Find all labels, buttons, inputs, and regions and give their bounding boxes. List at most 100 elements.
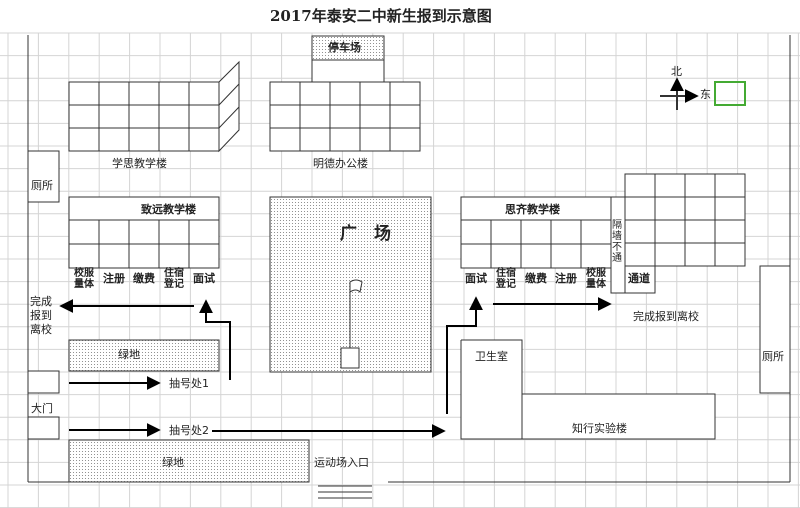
zhiyuan-building-label: 致远教学楼 [141, 203, 196, 216]
building-cell [654, 196, 686, 221]
mingde-building [269, 81, 421, 152]
building-cell [684, 196, 716, 221]
square-label: 广 场 [340, 224, 391, 244]
right-station: 校服量体 [586, 268, 606, 290]
building-cell [714, 219, 746, 244]
complete-right-label: 完成报到离校 [633, 310, 699, 323]
gate-box-top [27, 370, 60, 394]
flag [349, 279, 363, 294]
gate-box-bottom [27, 416, 60, 440]
greenland-bottom-label: 绿地 [162, 456, 184, 469]
building-cell [329, 81, 361, 106]
building-cell [68, 127, 100, 152]
building-cell [158, 243, 190, 269]
east-block [624, 173, 746, 267]
building-cell [158, 81, 190, 106]
building-cell [624, 196, 656, 221]
building-cell [389, 127, 421, 152]
buildings [27, 35, 791, 499]
building-cell [520, 243, 552, 269]
xuesi-building [68, 81, 220, 152]
gate-label: 大门 [31, 402, 53, 415]
building-cell [98, 81, 130, 106]
building-cell [68, 243, 100, 269]
building-cell [654, 173, 686, 198]
left-station: 缴费 [133, 272, 155, 285]
building-cell [460, 243, 492, 269]
building-cell [490, 243, 522, 269]
building-cell [359, 127, 391, 152]
page-title: 2017年泰安二中新生报到示意图 [270, 7, 492, 25]
greenland-bottom [68, 439, 310, 483]
building-cell [714, 196, 746, 221]
building-cell [389, 81, 421, 106]
building-cell [188, 127, 220, 152]
building-cell [580, 219, 612, 245]
building-cell [98, 219, 130, 245]
building-cell [128, 219, 160, 245]
building-cell [329, 104, 361, 129]
building-cell [269, 81, 301, 106]
building-cell [684, 173, 716, 198]
building-cell [654, 242, 686, 267]
building-cell [299, 81, 331, 106]
building-cell [624, 173, 656, 198]
building-cell [188, 81, 220, 106]
passage-separator [610, 196, 626, 294]
toilet-left-label: 厕所 [31, 179, 53, 192]
right-station: 面试 [465, 272, 487, 285]
xuesi-building-side [218, 60, 240, 153]
building-cell [550, 219, 582, 245]
passage-box [624, 265, 656, 294]
right-station: 住宿登记 [496, 268, 516, 290]
route-arrows [59, 296, 612, 438]
building-cell [490, 219, 522, 245]
greenland-top-label: 绿地 [118, 348, 140, 361]
building-cell [389, 104, 421, 129]
greenland-top [68, 339, 220, 372]
left-station: 住宿登记 [164, 268, 184, 290]
toilet-left [27, 150, 60, 203]
lottery-2-label: 抽号处2 [169, 424, 209, 437]
lottery-1-label: 抽号处1 [169, 377, 209, 390]
building-cell [128, 81, 160, 106]
parking-label: 停车场 [328, 41, 361, 54]
building-cell [269, 127, 301, 152]
building-cell [684, 219, 716, 244]
left-station: 注册 [103, 272, 125, 285]
toilet-right-label: 厕所 [762, 350, 784, 363]
building-cell [218, 106, 240, 129]
passage-separator-label: 隔墙不通 [612, 220, 622, 264]
building-cell [550, 243, 582, 269]
building-cell [188, 243, 220, 269]
building-cell [299, 127, 331, 152]
building-cell [299, 104, 331, 129]
building-cell [359, 104, 391, 129]
building-cell [359, 81, 391, 106]
building-cell [158, 127, 190, 152]
building-cell [188, 219, 220, 245]
building-cell [329, 127, 361, 152]
building-cell [98, 127, 130, 152]
building-cell [714, 242, 746, 267]
left-station: 校服量体 [74, 268, 94, 290]
zhixing-building-label: 知行实验楼 [572, 422, 627, 435]
building-cell [580, 243, 612, 269]
clinic-zhixing-outline [460, 339, 716, 440]
compass-east-label: 东 [700, 88, 711, 101]
mingde-top [311, 59, 385, 83]
building-cell [624, 242, 656, 267]
route-lottery1-up [199, 299, 231, 380]
complete-left-label: 完成报到离校 [30, 295, 52, 336]
xuesi-building-label: 学思教学楼 [112, 157, 167, 170]
parking-lot [311, 35, 385, 61]
building-cell [624, 219, 656, 244]
siqi-building [460, 219, 612, 269]
building-cell [684, 242, 716, 267]
clinic-label: 卫生室 [475, 350, 508, 363]
left-station: 面试 [193, 272, 215, 285]
compass-north-label: 北 [671, 65, 682, 78]
siqi-building-label: 思齐教学楼 [505, 203, 560, 216]
building-cell [520, 219, 552, 245]
